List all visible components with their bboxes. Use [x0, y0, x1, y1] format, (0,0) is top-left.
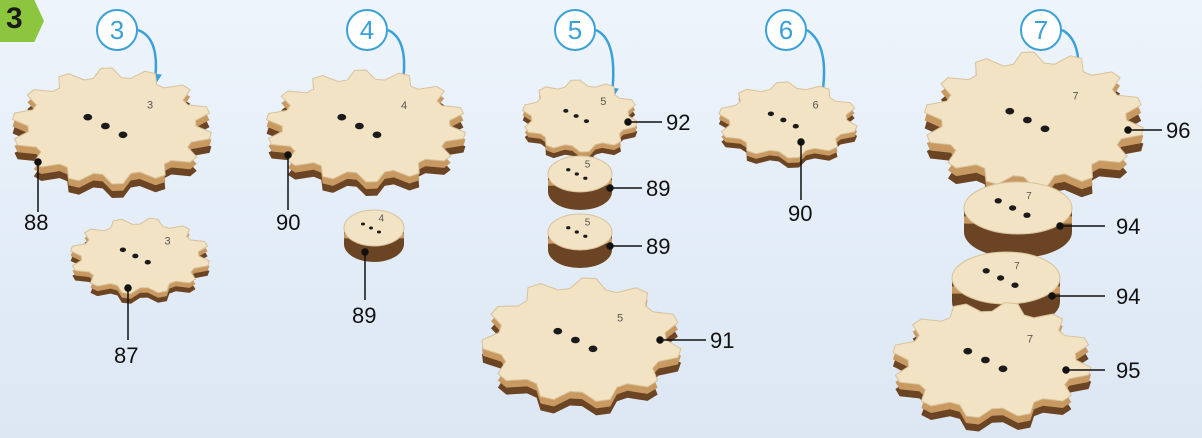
disc-94-upper-engraving: 7: [1026, 191, 1032, 202]
disc-94-upper: 7: [964, 182, 1072, 258]
gear-88-engraving: 3: [147, 100, 153, 112]
gear-91: 5: [482, 278, 681, 415]
disc-89-upper-engraving: 5: [585, 160, 591, 171]
disc-89: 4: [344, 210, 404, 262]
gear-87: 3: [71, 218, 210, 303]
gear-92-engraving: 5: [600, 96, 606, 108]
gear-91-engraving: 5: [617, 312, 623, 324]
gear-6-engraving: 6: [813, 100, 819, 112]
gear-95-engraving: 7: [1027, 334, 1033, 346]
gear-90: 4: [267, 70, 466, 196]
part-label-92: 92: [666, 112, 690, 134]
part-label-95: 95: [1116, 360, 1140, 382]
gear-92: 5: [523, 80, 638, 162]
disc-94-lower-engraving: 7: [1014, 261, 1020, 272]
gear-90-engraving: 4: [401, 100, 407, 112]
part-label-88: 88: [24, 212, 48, 234]
part-label-90-step6: 90: [788, 203, 812, 225]
gear-95: 7: [893, 303, 1091, 432]
gear-6: 6: [719, 82, 857, 168]
gear-96-engraving: 7: [1073, 91, 1079, 103]
disc-89-lower-engraving: 5: [585, 218, 591, 229]
part-label-89-lower: 89: [646, 236, 670, 258]
part-label-96: 96: [1166, 120, 1190, 142]
part-label-87: 87: [114, 345, 138, 367]
gear-96: 7: [925, 52, 1144, 204]
gear-87-engraving: 3: [165, 236, 171, 248]
part-label-89-upper: 89: [646, 178, 670, 200]
arrow-6: [807, 30, 824, 96]
part-label-89: 89: [352, 305, 376, 327]
disc-89-engraving: 4: [379, 214, 385, 225]
disc-89-upper: 5: [548, 156, 612, 210]
gear-88: 3: [13, 68, 212, 198]
disc-89-lower: 5: [548, 214, 612, 268]
part-label-90: 90: [276, 212, 300, 234]
part-label-94-lower: 94: [1116, 286, 1140, 308]
part-label-94-upper: 94: [1116, 216, 1140, 238]
part-label-91: 91: [710, 330, 734, 352]
